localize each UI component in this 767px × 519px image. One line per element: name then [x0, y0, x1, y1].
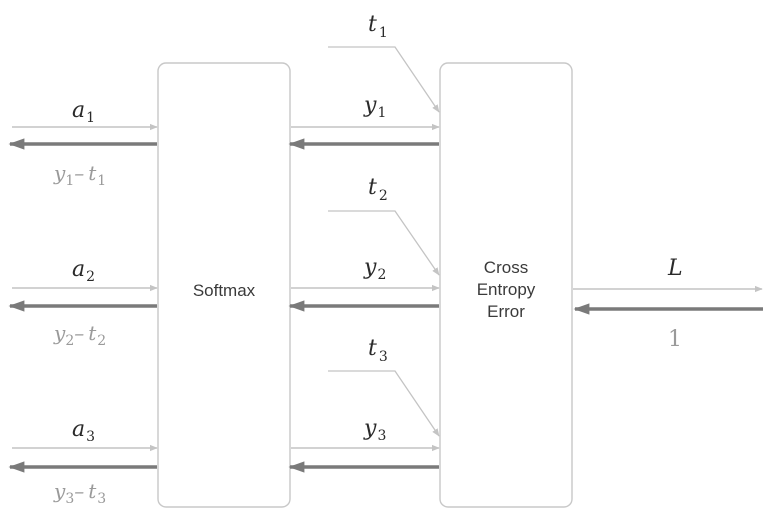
- cee-label-line-2: Entropy: [477, 280, 536, 299]
- input-a1-label: a1: [72, 98, 95, 126]
- target-t3-arrow: [328, 370, 440, 437]
- cee-label-line-1: Cross: [484, 258, 528, 277]
- loss-label: L: [667, 256, 683, 281]
- output-y3-label: y3: [363, 416, 386, 444]
- grad-y1-t1-label: y1–t1: [53, 161, 106, 189]
- grad-y2-t2-label: y2–t2: [53, 321, 106, 349]
- cee-label-line-3: Error: [487, 302, 525, 321]
- softmax-label: Softmax: [193, 281, 256, 300]
- output-y2-label: y2: [363, 255, 386, 283]
- output-y1-label: y1: [363, 93, 386, 121]
- grad-y3-t3-label: y3–t3: [53, 479, 106, 507]
- input-a3-label: a3: [72, 417, 95, 445]
- target-t2-arrow: [328, 210, 440, 276]
- input-a2-label: a2: [72, 257, 95, 285]
- cross-entropy-error-box: [439, 62, 573, 508]
- softmax-box: [157, 62, 291, 508]
- loss-grad-label: 1: [668, 327, 682, 352]
- target-t1-arrow: [328, 46, 440, 113]
